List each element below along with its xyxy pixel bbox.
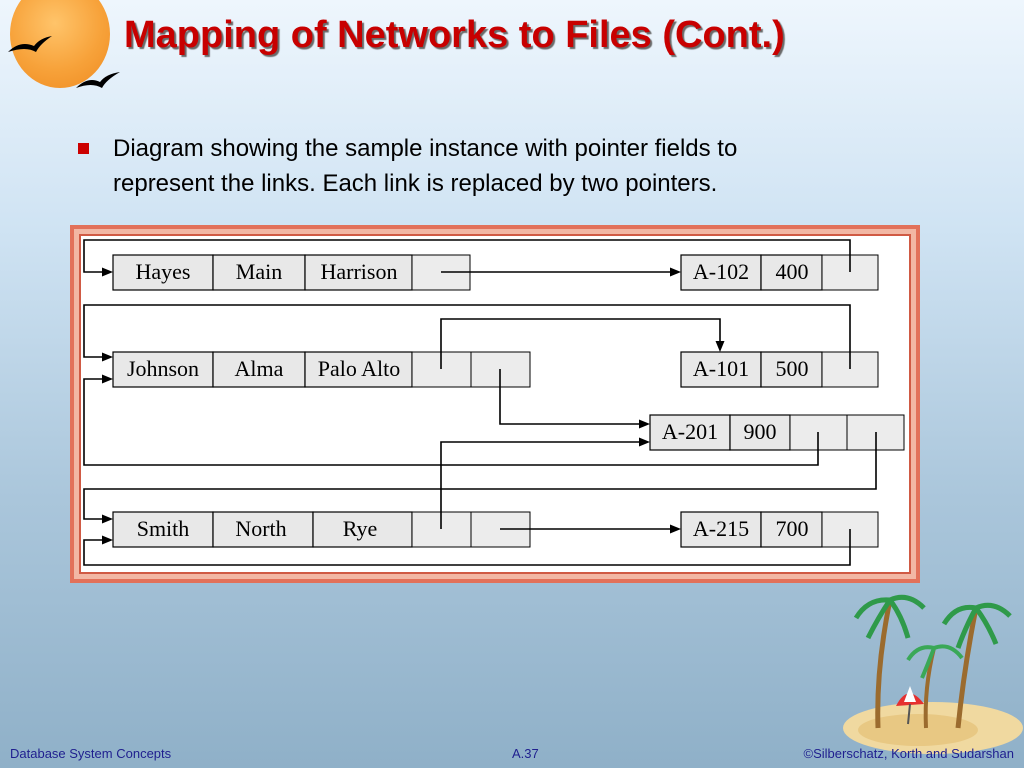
account-balance: 400	[776, 259, 809, 284]
cell-balance	[729, 414, 791, 451]
record-smith: Smith North Rye	[112, 511, 531, 548]
account-a-101: A-101 500	[680, 351, 879, 388]
cell-name	[112, 254, 214, 291]
arrow-head	[670, 524, 681, 534]
arrow-head	[102, 374, 113, 384]
arrow-head	[102, 352, 113, 362]
slide-title: Mapping of Networks to Files (Cont.)	[124, 14, 785, 56]
cell-balance	[760, 351, 823, 388]
cell-city	[304, 254, 413, 291]
customer-city: Rye	[343, 516, 378, 541]
bullet-text: Diagram showing the sample instance with…	[113, 131, 913, 201]
cell-city	[312, 511, 413, 548]
link-a101-to-johnson	[83, 304, 851, 369]
customer-street: Main	[236, 259, 282, 284]
link-smith-to-a201	[440, 441, 643, 529]
arrow-head	[102, 535, 113, 545]
arrow-head	[715, 341, 725, 352]
pointer-links	[83, 239, 877, 566]
account-a-102: A-102 400	[680, 254, 879, 291]
cell-balance	[760, 511, 823, 548]
cell-street	[212, 511, 314, 548]
arrow-head	[102, 267, 113, 277]
cell-name	[112, 511, 214, 548]
bullet-marker	[78, 143, 89, 154]
account-number: A-215	[693, 516, 749, 541]
link-a215-to-smith	[83, 529, 851, 566]
link-johnson-to-a101	[440, 318, 721, 369]
account-balance: 500	[776, 356, 809, 381]
account-balance: 900	[744, 419, 777, 444]
customer-name: Hayes	[136, 259, 191, 284]
footer-slide-number: A.37	[512, 746, 539, 761]
arrow-head	[639, 419, 650, 429]
account-a-215: A-215 700	[680, 511, 879, 548]
bullet-line: represent the links. Each link is replac…	[113, 170, 718, 197]
arrow-head	[102, 514, 113, 524]
cell-account-number	[649, 414, 731, 451]
account-number: A-101	[693, 356, 749, 381]
arrow-head	[639, 437, 650, 447]
cell-account-number	[680, 511, 762, 548]
customer-city: Palo Alto	[318, 356, 401, 381]
customer-name: Smith	[137, 516, 190, 541]
customer-street: Alma	[235, 356, 284, 381]
record-hayes: Hayes Main Harrison	[112, 254, 471, 291]
bullet-line: Diagram showing the sample instance with…	[113, 135, 738, 162]
pointer-field	[821, 351, 879, 388]
link-a201-to-johnson	[83, 378, 819, 466]
arrow-head	[670, 267, 681, 277]
cell-city	[304, 351, 413, 388]
bird-icon	[8, 36, 120, 88]
cell-street	[212, 351, 306, 388]
account-number: A-201	[662, 419, 718, 444]
account-number: A-102	[693, 259, 749, 284]
link-a201-to-smith	[83, 432, 877, 520]
customer-name: Johnson	[127, 356, 199, 381]
account-a-201: A-201 900	[649, 414, 905, 451]
cell-balance	[760, 254, 823, 291]
account-balance: 700	[776, 516, 809, 541]
footer-copyright: ©Silberschatz, Korth and Sudarshan	[803, 746, 1014, 761]
record-johnson: Johnson Alma Palo Alto	[112, 351, 531, 388]
link-a102-to-hayes	[83, 239, 851, 273]
customer-city: Harrison	[321, 259, 398, 284]
link-johnson-to-a201	[499, 369, 643, 425]
footer-course: Database System Concepts	[10, 746, 172, 761]
sun-icon	[10, 0, 110, 88]
palm-island-icon	[843, 594, 1023, 754]
customer-street: North	[235, 516, 286, 541]
